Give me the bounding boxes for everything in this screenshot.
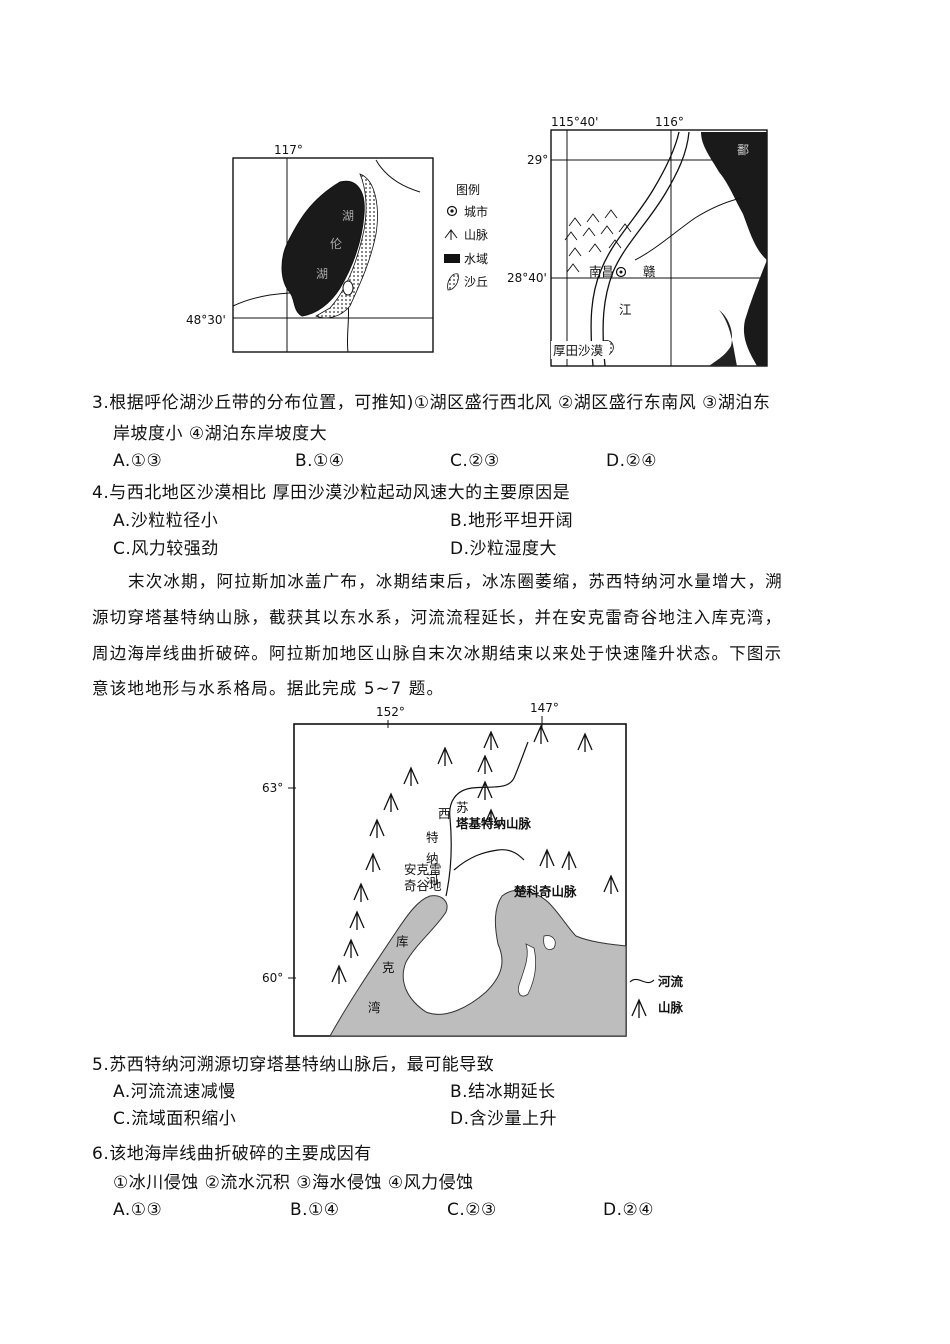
q6-items: ①冰川侵蚀 ②流水沉积 ③海水侵蚀 ④风力侵蚀 xyxy=(113,1173,474,1193)
bay-label-wan: 湾 xyxy=(368,1000,381,1015)
bay-label-ku: 库 xyxy=(396,934,409,949)
river-label-te: 特 xyxy=(426,830,439,845)
passage-line-4: 意该地地形与水系格局。据此完成 5~7 题。 xyxy=(92,679,445,698)
dune-icon xyxy=(447,273,459,291)
valley-line1: 安克雷 xyxy=(404,862,442,877)
map-nanchang: 115°40' 116° 29° 28°40' 鄱 南昌 赣 江 厚田沙漠 xyxy=(507,115,768,367)
river-label-xi: 西 xyxy=(438,806,451,821)
river-gan: 赣 xyxy=(643,264,656,279)
q6-option-c[interactable]: C.②③ xyxy=(447,1200,497,1220)
q5-option-d[interactable]: D.含沙量上升 xyxy=(450,1109,557,1129)
q5-option-c[interactable]: C.流域面积缩小 xyxy=(113,1109,237,1129)
river-label-na: 纳 xyxy=(426,851,439,866)
river-label-su: 苏 xyxy=(456,800,469,815)
q3-stem-line2: 岸坡度小 ④湖泊东岸坡度大 xyxy=(113,424,328,444)
water-icon xyxy=(444,254,460,263)
q4-option-c[interactable]: C.风力较强劲 xyxy=(113,539,219,559)
q6-option-b[interactable]: B.①④ xyxy=(290,1200,340,1220)
passage-line-3: 周边海岸线曲折破碎。阿拉斯加地区山脉自末次冰期结束以来处于快速隆升状态。下图示 xyxy=(92,644,783,663)
map-alaska: 152° 147° 63° 60° 苏 西 特 纳 河 塔基特纳山 xyxy=(262,701,684,1037)
legend-mountain: 山脉 xyxy=(464,227,488,242)
city-nanchang: 南昌 xyxy=(589,264,614,279)
map3-legend: 河流 山脉 xyxy=(629,974,684,1018)
q3-option-a[interactable]: A.①③ xyxy=(113,451,163,471)
q5-option-b[interactable]: B.结冰期延长 xyxy=(450,1082,556,1102)
map3-lat1: 63° xyxy=(262,781,283,795)
q6-option-d[interactable]: D.②④ xyxy=(603,1200,654,1220)
map2-lat2: 28°40' xyxy=(507,271,547,285)
map1-longitude: 117° xyxy=(274,143,303,157)
q3-stem-line1: 3.根据呼伦湖沙丘带的分布位置，可推知)①湖区盛行西北风 ②湖区盛行东南风 ③湖… xyxy=(92,393,771,413)
legend-city: 城市 xyxy=(464,204,488,219)
river-jiang: 江 xyxy=(619,302,632,317)
cook-inlet-sea xyxy=(329,889,627,1037)
valley-line2: 奇谷地 xyxy=(404,878,442,893)
lake-label-2: 伦 xyxy=(330,236,342,251)
map2-lon2: 116° xyxy=(655,115,684,129)
q4-option-b[interactable]: B.地形平坦开阔 xyxy=(450,511,574,531)
mountain-group xyxy=(564,209,632,273)
q4-stem: 4.与西北地区沙漠相比 厚田沙漠沙粒起动风速大的主要原因是 xyxy=(92,483,571,503)
lake-char: 鄱 xyxy=(737,143,749,157)
q6-option-a[interactable]: A.①③ xyxy=(113,1200,163,1220)
q3-option-c[interactable]: C.②③ xyxy=(450,451,500,471)
river-system xyxy=(445,741,529,897)
range-chugach: 楚科奇山脉 xyxy=(514,884,577,899)
q3-option-d[interactable]: D.②④ xyxy=(606,451,657,471)
q5-stem: 5.苏西特纳河溯源切穿塔基特纳山脉后，最可能导致 xyxy=(92,1055,495,1075)
bay-label-ke: 克 xyxy=(382,960,395,975)
desert-houtian: 厚田沙漠 xyxy=(553,343,604,358)
mountain-legend-icon xyxy=(631,998,647,1018)
river-label-he: 河 xyxy=(426,872,439,887)
passage-line-2: 源切穿塔基特纳山脉，截获其以东水系，河流流程延长，并在安克雷奇谷地注入库克湾， xyxy=(92,608,783,627)
map3-lon2: 147° xyxy=(530,701,559,715)
map1-latitude: 48°30' xyxy=(186,313,226,327)
map1-frame xyxy=(232,157,434,353)
legend-dune: 沙丘 xyxy=(464,275,488,289)
legend-mountain-range: 山脉 xyxy=(658,1000,684,1015)
q4-option-d[interactable]: D.沙粒湿度大 xyxy=(450,539,557,559)
legend-water: 水域 xyxy=(464,252,488,266)
q6-stem: 6.该地海岸线曲折破碎的主要成因有 xyxy=(92,1144,372,1164)
q4-option-a[interactable]: A.沙粒粒径小 xyxy=(113,511,219,531)
map2-lon1: 115°40' xyxy=(551,115,598,129)
legend-title: 图例 xyxy=(456,183,480,197)
mountain-icon xyxy=(444,229,458,240)
river-legend-icon xyxy=(629,978,655,984)
lake-label-1: 湖 xyxy=(342,208,354,223)
hulun-lake-water xyxy=(281,180,365,317)
map-hulun-lake: 117° 48°30' 湖 伦 湖 图例 城市 山脉 水域 沙丘 xyxy=(186,143,488,353)
mountain-symbols xyxy=(331,724,619,984)
lake-label-3: 湖 xyxy=(316,266,328,281)
map3-lat2: 60° xyxy=(262,971,283,985)
legend-river: 河流 xyxy=(658,974,684,989)
range-talkeetna: 塔基特纳山脉 xyxy=(456,816,532,831)
q5-option-a[interactable]: A.河流流速减慢 xyxy=(113,1082,236,1102)
q3-option-b[interactable]: B.①④ xyxy=(295,451,345,471)
map1-legend: 图例 城市 山脉 水域 沙丘 xyxy=(444,183,488,291)
passage-line-1: 末次冰期，阿拉斯加冰盖广布，冰期结束后，冰冻圈萎缩，苏西特纳河水量增大，溯 xyxy=(128,572,783,591)
map3-lon1: 152° xyxy=(376,705,405,719)
map2-lat1: 29° xyxy=(527,153,548,167)
